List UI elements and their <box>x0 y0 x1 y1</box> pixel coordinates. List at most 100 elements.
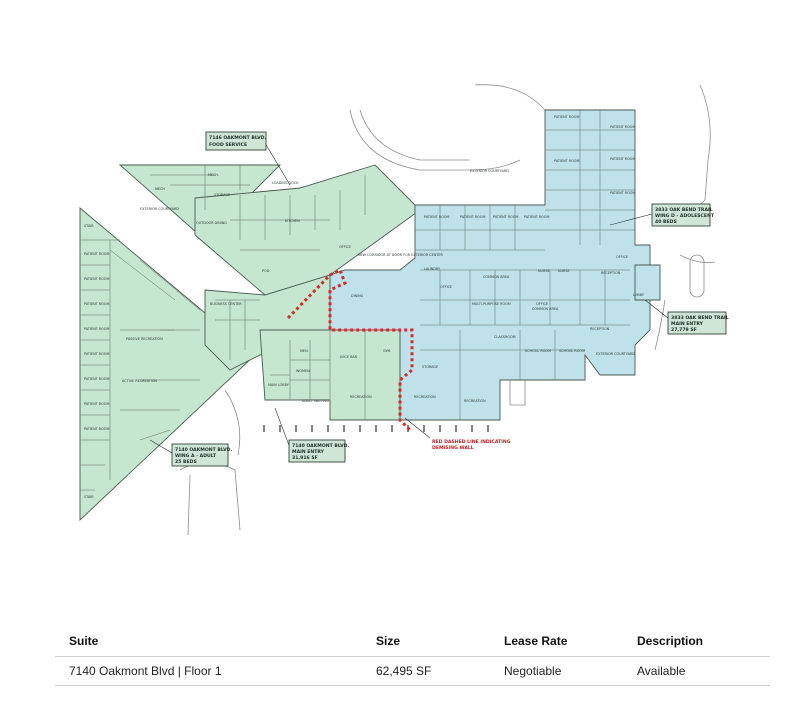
svg-text:SCHOOL ROOM: SCHOOL ROOM <box>525 349 551 353</box>
svg-text:PATIENT ROOM: PATIENT ROOM <box>84 327 109 331</box>
cell-description: Available <box>637 664 686 678</box>
svg-text:DINING: DINING <box>351 294 364 298</box>
svg-text:RECREATION: RECREATION <box>464 399 486 403</box>
svg-text:STORAGE: STORAGE <box>214 193 230 197</box>
svg-text:OFFICE: OFFICE <box>339 245 351 249</box>
callout-food-service: 7146 OAKMONT BLVD. FOOD SERVICE <box>205 131 266 151</box>
floor-plan: MECH MECH. STORAGE LOADING DOCK EXTERIOR… <box>79 84 729 536</box>
svg-text:NURSE: NURSE <box>538 269 550 273</box>
svg-text:3833 OAK BEND TRAIL: 3833 OAK BEND TRAIL <box>655 207 713 213</box>
svg-text:COMMON AREA: COMMON AREA <box>483 275 510 279</box>
svg-text:PATIENT ROOM: PATIENT ROOM <box>84 402 109 406</box>
svg-text:ADULT WAITING: ADULT WAITING <box>302 399 329 403</box>
room-labels: MECH MECH. STORAGE LOADING DOCK EXTERIOR… <box>84 115 645 499</box>
svg-text:31,916 SF: 31,916 SF <box>292 455 318 461</box>
svg-text:WING D - ADOLESCENT: WING D - ADOLESCENT <box>655 213 715 219</box>
header-suite: Suite <box>69 634 99 648</box>
svg-text:MECH: MECH <box>155 187 165 191</box>
svg-text:EXTERIOR COURTYARD: EXTERIOR COURTYARD <box>470 169 509 173</box>
svg-text:EXTERIOR COURTYARD: EXTERIOR COURTYARD <box>596 352 635 356</box>
svg-text:DEMISING WALL: DEMISING WALL <box>432 445 474 451</box>
svg-text:3833 OAK BEND TRAIL: 3833 OAK BEND TRAIL <box>671 315 729 321</box>
cell-suite: 7140 Oakmont Blvd | Floor 1 <box>69 664 222 678</box>
svg-text:WING A - ADULT: WING A - ADULT <box>175 453 217 459</box>
svg-text:7140 OAKMONT BLVD.: 7140 OAKMONT BLVD. <box>175 447 232 453</box>
svg-text:MEN: MEN <box>300 349 308 353</box>
table-row: 7140 Oakmont Blvd | Floor 1 62,495 SF Ne… <box>55 657 770 686</box>
svg-text:MAIN ENTRY: MAIN ENTRY <box>671 321 704 327</box>
callout-wing-a: 7140 OAKMONT BLVD. WING A - ADULT 25 BED… <box>171 443 232 467</box>
svg-text:FOOD SERVICE: FOOD SERVICE <box>209 142 247 148</box>
svg-text:SCHOOL ROOM: SCHOOL ROOM <box>559 349 585 353</box>
header-size: Size <box>376 634 401 648</box>
svg-text:PATIENT ROOM: PATIENT ROOM <box>84 427 109 431</box>
header-description: Description <box>637 634 704 648</box>
suite-table: Suite Size Lease Rate Description 7140 O… <box>55 626 770 686</box>
room-lines <box>80 110 635 491</box>
svg-text:RECEPTION: RECEPTION <box>590 327 610 331</box>
svg-text:PATIENT ROOM: PATIENT ROOM <box>84 302 109 306</box>
svg-text:LOADING DOCK: LOADING DOCK <box>272 181 299 185</box>
svg-text:MULTI-PURPOSE ROOM: MULTI-PURPOSE ROOM <box>472 302 511 306</box>
svg-text:RECREATION: RECREATION <box>414 395 436 399</box>
svg-text:7140 OAKMONT BLVD.: 7140 OAKMONT BLVD. <box>292 443 349 449</box>
svg-text:PATIENT ROOM: PATIENT ROOM <box>424 215 449 219</box>
cell-lease-rate: Negotiable <box>504 664 562 678</box>
svg-text:MECH.: MECH. <box>208 173 219 177</box>
svg-text:OFFICE: OFFICE <box>536 302 548 306</box>
svg-text:RED DASHED LINE INDICATING: RED DASHED LINE INDICATING <box>432 439 511 445</box>
svg-text:PATIENT ROOM: PATIENT ROOM <box>84 377 109 381</box>
svg-text:BUSINESS CENTER: BUSINESS CENTER <box>210 302 242 306</box>
callout-main-entry-right: 3833 OAK BEND TRAIL MAIN ENTRY 27,779 SF <box>667 311 729 335</box>
svg-text:STAIR: STAIR <box>84 495 94 499</box>
svg-text:OUTDOOR DINING: OUTDOOR DINING <box>196 221 227 225</box>
svg-text:7146 OAKMONT BLVD.: 7146 OAKMONT BLVD. <box>209 135 266 141</box>
svg-text:STORAGE: STORAGE <box>422 365 438 369</box>
svg-text:PATIENT ROOM: PATIENT ROOM <box>84 252 109 256</box>
cell-size: 62,495 SF <box>376 664 432 678</box>
svg-text:RECEPTION: RECEPTION <box>601 271 621 275</box>
svg-text:NURSE: NURSE <box>558 269 570 273</box>
leader-lines <box>149 142 669 454</box>
window-ticks <box>263 425 489 432</box>
demising-wall-line <box>286 267 414 432</box>
svg-text:EXTERIOR COURTYARD: EXTERIOR COURTYARD <box>140 207 179 211</box>
svg-text:25 BEDS: 25 BEDS <box>175 459 197 465</box>
svg-text:CLASSROOM: CLASSROOM <box>494 335 516 339</box>
callout-adolescent: 3833 OAK BEND TRAIL WING D - ADOLESCENT … <box>651 203 715 227</box>
svg-text:PATIENT ROOM: PATIENT ROOM <box>610 191 635 195</box>
svg-text:RECREATION: RECREATION <box>350 395 372 399</box>
svg-text:MAIN LOBBY: MAIN LOBBY <box>268 383 290 387</box>
svg-text:LOBBY: LOBBY <box>633 293 645 297</box>
header-lease-rate: Lease Rate <box>504 634 568 648</box>
svg-text:40 BEDS: 40 BEDS <box>655 219 677 225</box>
table-header: Suite Size Lease Rate Description <box>55 626 770 657</box>
svg-text:PATIENT ROOM: PATIENT ROOM <box>610 157 635 161</box>
svg-text:PATIENT ROOM: PATIENT ROOM <box>524 215 549 219</box>
svg-text:PATIENT ROOM: PATIENT ROOM <box>493 215 518 219</box>
blue-wings <box>329 109 661 421</box>
svg-text:OFFICE: OFFICE <box>616 255 628 259</box>
svg-text:PASSIVE RECREATION: PASSIVE RECREATION <box>126 337 163 341</box>
svg-text:PATIENT ROOM: PATIENT ROOM <box>610 125 635 129</box>
svg-text:PATIENT ROOM: PATIENT ROOM <box>554 115 579 119</box>
svg-text:JUICE BAR: JUICE BAR <box>339 355 358 359</box>
svg-text:ACTIVE RECREATION: ACTIVE RECREATION <box>122 379 157 383</box>
svg-text:27,779 SF: 27,779 SF <box>671 327 697 333</box>
svg-text:WOMEN: WOMEN <box>296 369 310 373</box>
svg-text:OFFICE: OFFICE <box>440 285 452 289</box>
svg-text:POD: POD <box>262 269 270 273</box>
svg-text:STAIR: STAIR <box>84 224 94 228</box>
svg-text:PATIENT ROOM: PATIENT ROOM <box>84 277 109 281</box>
svg-text:KITCHEN: KITCHEN <box>285 219 300 223</box>
green-wings <box>79 164 421 522</box>
svg-text:MAIN ENTRY: MAIN ENTRY <box>292 449 325 455</box>
demising-note: RED DASHED LINE INDICATING DEMISING WALL <box>432 439 511 451</box>
callout-main-entry-center: 7140 OAKMONT BLVD. MAIN ENTRY 31,916 SF <box>288 439 349 463</box>
svg-text:LAUNDRY: LAUNDRY <box>424 267 441 271</box>
svg-text:GYM: GYM <box>383 349 391 353</box>
svg-text:PATIENT ROOM: PATIENT ROOM <box>460 215 485 219</box>
svg-text:NEW CORRIDOR AT DOOR FOR EXTER: NEW CORRIDOR AT DOOR FOR EXTERIOR CENTER <box>358 253 444 257</box>
svg-text:PATIENT ROOM: PATIENT ROOM <box>84 352 109 356</box>
svg-text:PATIENT ROOM: PATIENT ROOM <box>554 159 579 163</box>
